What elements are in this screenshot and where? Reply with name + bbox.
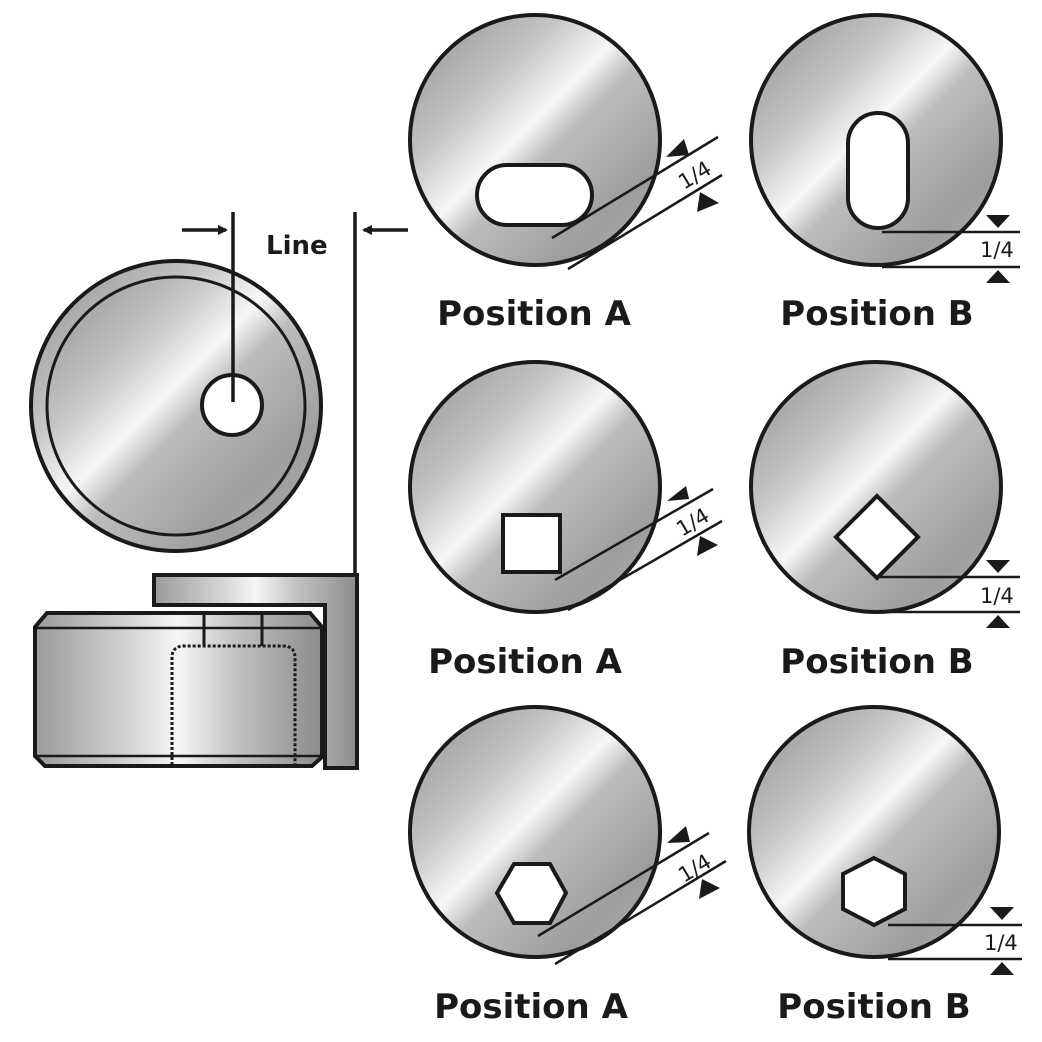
position-label: Position B <box>780 294 973 334</box>
disc <box>408 13 662 267</box>
part-side-view <box>33 573 359 770</box>
line-label: Line <box>266 231 328 261</box>
hexagon-hole <box>494 862 569 925</box>
dim-arrow-bottom <box>986 615 1010 628</box>
dim-line-inner <box>551 135 719 240</box>
part-face <box>45 275 307 537</box>
dimension-label: 1/4 <box>980 584 1014 608</box>
position-label: Position A <box>428 642 622 682</box>
dim-line-inner <box>537 831 710 938</box>
dim-arrow-top <box>986 560 1010 573</box>
dim-arrow-top <box>990 907 1014 920</box>
panel-slot-position-b: 1/4 Position B <box>749 13 1020 334</box>
dim-arrow-bottom <box>699 879 720 899</box>
disc <box>408 360 662 614</box>
fixture-bracket <box>152 573 359 770</box>
dimension-label: 1/4 <box>984 931 1018 955</box>
diamond-hole <box>833 493 921 581</box>
hexagon-hole <box>841 855 907 928</box>
dim-arrow-top <box>667 486 689 501</box>
dim-arrow-bottom <box>697 192 719 212</box>
dim-line-outer <box>567 519 723 612</box>
position-label: Position B <box>777 987 970 1027</box>
position-label: Position A <box>434 987 628 1027</box>
dimension-label: 1/4 <box>674 156 715 194</box>
disc <box>749 360 1003 614</box>
dimension-label: 1/4 <box>674 849 715 887</box>
position-label: Position B <box>780 642 973 682</box>
dim-line-outer <box>554 859 727 966</box>
panel-square-position-b: 1/4 Position B <box>749 360 1020 682</box>
slot-hole <box>846 111 910 230</box>
part-top-view: Line <box>29 212 408 575</box>
panel-square-position-a: 1/4 Position A <box>408 360 723 682</box>
hidden-hole-outline <box>170 644 297 765</box>
dim-arrow-bottom <box>986 270 1010 283</box>
part-body <box>33 611 324 768</box>
panel-hex-position-b: 1/4 Position B <box>747 705 1022 1027</box>
disc <box>747 705 1001 959</box>
dim-arrow-bottom <box>990 962 1014 975</box>
dim-line-inner <box>554 487 714 582</box>
panel-hex-position-a: 1/4 Position A <box>408 705 727 1027</box>
dim-line-outer <box>567 173 723 271</box>
dim-arrow-bottom <box>697 536 718 556</box>
disc <box>408 705 662 959</box>
square-hole <box>501 513 562 574</box>
slot-hole <box>475 163 594 227</box>
dim-arrow-top <box>666 139 689 157</box>
dim-arrow-top <box>667 826 690 843</box>
dim-arrow-top <box>986 215 1010 228</box>
dimension-label: 1/4 <box>980 238 1014 262</box>
position-label: Position A <box>437 294 631 334</box>
panel-slot-position-a: 1/4 Position A <box>408 13 723 334</box>
